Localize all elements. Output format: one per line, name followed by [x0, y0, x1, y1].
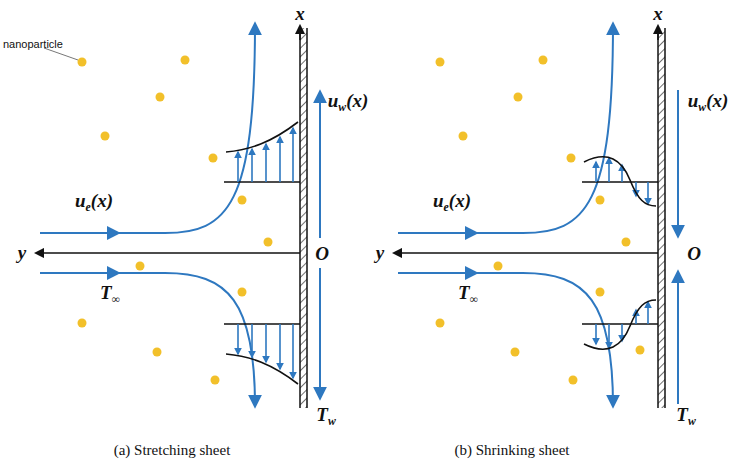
streamline [40, 273, 255, 406]
velocity-label: ue(x) [75, 191, 113, 210]
panel-caption: (a) Stretching sheet [114, 443, 231, 458]
temperature-label: Tw [316, 405, 335, 424]
axis-label: y [18, 243, 26, 262]
streamline [398, 273, 613, 406]
nanoparticles [436, 56, 645, 385]
shrinking-panel [394, 24, 678, 408]
velocity-profile [582, 157, 658, 349]
x-axis [657, 26, 659, 40]
y-axis [36, 252, 300, 254]
nanoparticles [78, 56, 273, 385]
sheet-wall [300, 28, 307, 408]
x-axis [299, 26, 301, 40]
velocity-profile [224, 122, 300, 384]
wall-velocity-arrow [677, 272, 679, 404]
wall-velocity-arrow [319, 92, 321, 238]
origin-label: O [687, 244, 701, 263]
temperature-label: Tw [676, 405, 695, 424]
stretching-panel [36, 24, 320, 408]
origin-label: O [315, 244, 329, 263]
velocity-label: uw(x) [328, 91, 369, 110]
velocity-label: ue(x) [433, 191, 471, 210]
axis-label: x [295, 4, 305, 23]
wall-velocity-arrow [677, 90, 679, 236]
panel-caption: (b) Shrinking sheet [455, 443, 570, 458]
wall-velocity-arrow [319, 268, 321, 398]
temperature-label: T∞ [100, 283, 120, 302]
y-axis [394, 252, 658, 254]
leader-line [44, 48, 78, 60]
axis-label: y [376, 243, 384, 262]
temperature-label: T∞ [458, 283, 478, 302]
callout-label: nanoparticle [3, 39, 63, 50]
streamline [398, 24, 613, 233]
axis-label: x [653, 4, 663, 23]
velocity-label: uw(x) [688, 91, 729, 110]
streamline [40, 24, 255, 233]
sheet-wall [658, 28, 665, 408]
